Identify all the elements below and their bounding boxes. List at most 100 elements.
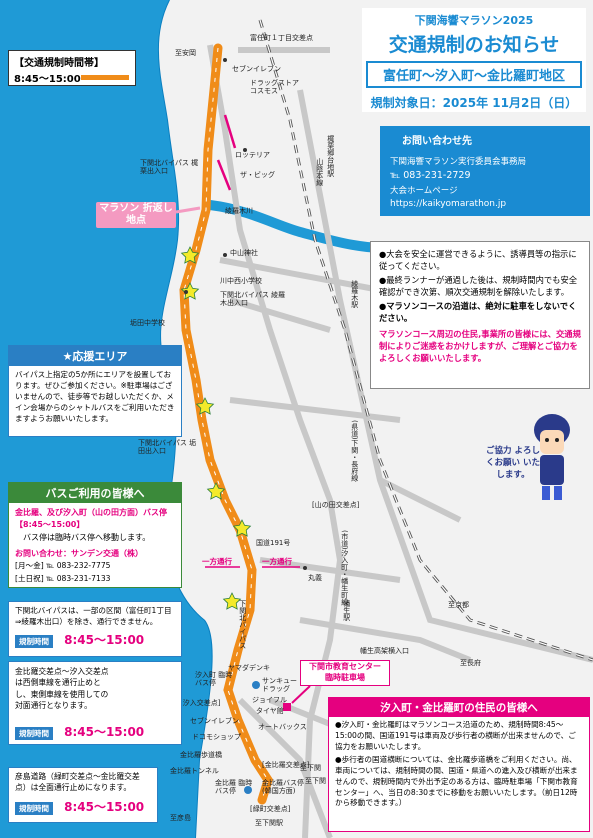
legend-time: 8:45～15:00 bbox=[14, 74, 81, 85]
label-bypass-ryo: 下関北バイパス 梶栗出入口 bbox=[140, 159, 199, 175]
label-bypass-aya: 下関北バイパス 綾羅木出入口 bbox=[220, 291, 286, 307]
uturn-text: マラソン 折返し地点 bbox=[99, 203, 173, 226]
notice-item-1: ●大会を安全に運営できるように、誘導員等の指示に従ってください。 bbox=[379, 249, 577, 272]
oneway-label-1: 一方通行 bbox=[202, 557, 232, 566]
label-maruyoshi: 丸義 bbox=[308, 574, 322, 582]
contact-org: 下関海響マラソン実行委員会事務局 bbox=[390, 157, 527, 167]
label-konpira-tun: 金比羅トンネル bbox=[170, 767, 219, 775]
label-seven2: セブンイレブン bbox=[190, 717, 239, 725]
label-konpira-temp: 金比羅 臨時バス停 bbox=[215, 779, 253, 795]
marathon-route bbox=[179, 43, 273, 805]
label-shikyoto2: 至長府 bbox=[460, 659, 481, 667]
label-zabig: ザ・ビッグ bbox=[240, 171, 275, 179]
residents-title: 汐入町・金比羅町の住民の皆様へ bbox=[329, 698, 589, 717]
support-star-2 bbox=[180, 282, 200, 300]
road-south bbox=[237, 697, 333, 838]
support-star-4 bbox=[206, 482, 226, 500]
support-title: ★応援エリア bbox=[9, 346, 181, 366]
support-star-1 bbox=[180, 246, 200, 264]
label-route-tun: 至下関 bbox=[300, 764, 321, 772]
label-route-191: 国道191号 bbox=[256, 539, 291, 547]
kanehara-time: 8:45～15:00 bbox=[64, 725, 145, 739]
bypass-time: 8:45～15:00 bbox=[64, 633, 145, 648]
bypass-tag: 規制時間 bbox=[15, 635, 53, 649]
road-cross1 bbox=[219, 257, 381, 293]
support-body: バイパス上指定の5か所にエリアを設置しております。ぜひご参加ください。※駐車場は… bbox=[15, 370, 175, 423]
header-block: 下関海響マラソン2025 交通規制のお知らせ 富任町～汐入町～金比羅町地区 規制… bbox=[362, 8, 586, 112]
education-center-callout: 下関市教育センター 臨時駐車場 bbox=[300, 660, 390, 686]
label-autobacs: オートバックス bbox=[258, 723, 307, 731]
hikoshima-block: 彦島道路（緑町交差点～金比羅交差点）は全面通行止めになります。 規制時間 8:4… bbox=[8, 767, 158, 823]
notice-request: マラソンコース周辺の住民,事業所の皆様には、交通規制によりご迷惑をおかけしますが… bbox=[379, 329, 581, 364]
kanehara-tag: 規制時間 bbox=[15, 727, 53, 740]
bypass-body: 下関北バイパスは、一部の区間（富任町1丁目⇒綾羅木出口）を除き、通行できません。 bbox=[15, 606, 172, 626]
bus-contact-label: お問い合わせ：サンデン交通（株） bbox=[15, 549, 143, 558]
road-cross3 bbox=[259, 557, 401, 583]
bus-time: 【8:45～15:00】 bbox=[15, 520, 85, 529]
bus-stop-icon bbox=[252, 681, 260, 689]
hikoshima-body: 彦島道路（緑町交差点～金比羅交差点）は全面通行止めになります。 bbox=[15, 772, 140, 792]
label-route-34: (市道)汐入町・幡生町線 bbox=[340, 530, 349, 606]
label-midori: [緑町交差点] bbox=[250, 805, 291, 813]
contact-tel: ℡ 083-231-2729 bbox=[390, 170, 471, 181]
notice-block: ●大会を安全に運営できるように、誘導員等の指示に従ってください。 ●最終ランナー… bbox=[370, 241, 590, 389]
legend-title: 【交通規制時間帯】 bbox=[14, 58, 104, 69]
railway-inner bbox=[259, 19, 593, 661]
label-sanin1: 山陰本線 bbox=[315, 158, 324, 186]
bus-weekday: [月～金] ℡ 083-232-7775 bbox=[15, 561, 111, 570]
event-name: 下関海響マラソン2025 bbox=[414, 14, 534, 27]
road-hatabu bbox=[378, 477, 462, 523]
label-shimo-bypass: 下関北バイパス bbox=[238, 600, 247, 649]
bus-stop: 金比羅、及び汐入町（山の田方面）バス停 bbox=[15, 508, 167, 517]
contact-url[interactable]: https://kaikyomarathon.jp bbox=[390, 199, 507, 209]
label-seven1: セブンイレブン bbox=[232, 65, 281, 73]
center-name: 下関市教育センター bbox=[309, 662, 381, 671]
notice-item-3: ●マラソンコースの沿道は、絶対に駐車をしないでください。 bbox=[379, 301, 577, 324]
area-name: 富任町～汐入町～金比羅町地区 bbox=[366, 61, 582, 88]
label-bypass-sak: 下関北バイパス 垢田出入口 bbox=[138, 439, 197, 455]
poi-dot bbox=[243, 148, 247, 152]
oneway-label-2: 一方通行 bbox=[262, 557, 292, 566]
label-shimonoseki: 至下関 bbox=[305, 777, 326, 785]
label-lottery: ロッテリア bbox=[235, 151, 270, 159]
bus-info-block: バスご利用の皆様へ 金比羅、及び汐入町（山の田方面）バス停 【8:45～15:0… bbox=[8, 482, 182, 588]
label-konpira-cross: [金比羅交差点] bbox=[262, 761, 310, 769]
label-shimonoseki-st: 至下関駅 bbox=[255, 819, 283, 827]
label-ayaragi-river: 綾羅木川 bbox=[225, 207, 253, 215]
center-sub: 臨時駐車場 bbox=[325, 672, 365, 682]
support-star-5 bbox=[232, 519, 252, 537]
page-title: 交通規制のお知らせ bbox=[388, 34, 560, 56]
poi-dot bbox=[223, 58, 227, 62]
label-yamada: ヤマダデンキ bbox=[228, 664, 270, 672]
label-route-247: (県道)下関・長府線 bbox=[350, 420, 359, 482]
label-joyful: ジョイフル bbox=[252, 696, 287, 704]
contact-block: お問い合わせ先 下関海響マラソン実行委員会事務局 ℡ 083-231-2729 … bbox=[380, 126, 590, 216]
bypass-block: 下関北バイパスは、一部の区間（富任町1丁目⇒綾羅木出口）を除き、通行できません。… bbox=[8, 601, 182, 657]
bypass-ramp-1 bbox=[223, 114, 237, 149]
label-dokomo: ドコモショップ bbox=[192, 733, 241, 741]
label-shikosho: 至彦島 bbox=[170, 814, 191, 822]
uturn-pointer bbox=[175, 206, 201, 214]
label-shian: 至安岡 bbox=[175, 49, 196, 57]
road-cross4 bbox=[299, 617, 472, 663]
bus-title: バスご利用の皆様へ bbox=[9, 483, 181, 503]
label-yamanota: [山の田交差点] bbox=[312, 501, 360, 509]
label-ayaragi-st: 綾羅木駅 bbox=[350, 280, 359, 308]
label-sunkyu: サンキュードラッグ bbox=[262, 677, 297, 693]
label-kawanaka: 川中西小学校 bbox=[220, 277, 262, 285]
bus-stop-icon bbox=[244, 786, 252, 794]
bypass-ramp-2 bbox=[216, 159, 232, 191]
bus-note: バス停は臨時バス停へ移動します。 bbox=[23, 533, 151, 542]
road-cross2 bbox=[229, 397, 401, 423]
label-shiota-temp: 汐入町 臨時バス停 bbox=[195, 671, 233, 687]
label-kajikuri-st: 梶栗郷台地駅 bbox=[326, 135, 335, 177]
label-drugstore: ドラッグストア コスモス bbox=[250, 79, 299, 95]
label-hatabu-st: 幡生駅 bbox=[342, 600, 351, 621]
contact-title: お問い合わせ先 bbox=[402, 136, 472, 147]
center-pointer bbox=[291, 685, 311, 704]
label-sakata: 垢田中学校 bbox=[130, 319, 165, 327]
support-area-block: ★応援エリア バイパス上指定の5か所にエリアを設置しております。ぜひご参加くださ… bbox=[8, 345, 182, 437]
support-star-6 bbox=[222, 592, 242, 610]
label-shiota-cross: [汐入交差点] bbox=[180, 699, 221, 707]
